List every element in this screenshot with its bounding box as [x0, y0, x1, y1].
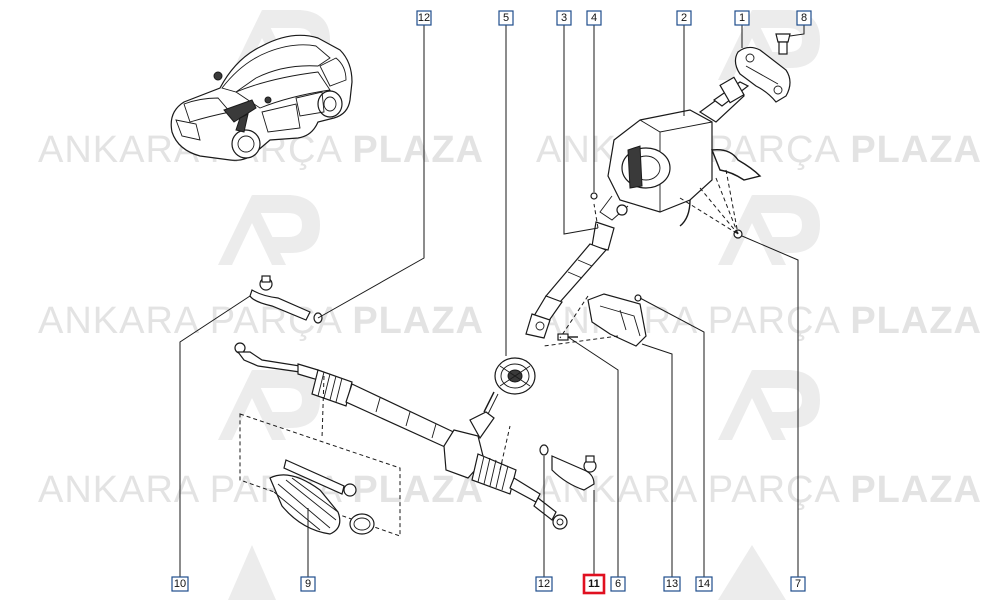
callout-14[interactable]: 14 — [695, 576, 713, 592]
watermark-logo — [718, 370, 820, 440]
callout-7[interactable]: 7 — [790, 576, 806, 592]
callout-6[interactable]: 6 — [610, 576, 626, 592]
intermediate-shaft — [525, 221, 615, 339]
callout-9[interactable]: 9 — [300, 576, 316, 592]
part-9-kit-outline — [239, 413, 401, 537]
tie-rod-end-right — [539, 444, 597, 491]
svg-text:4: 4 — [591, 12, 597, 24]
callout-8[interactable]: 8 — [796, 10, 812, 26]
watermark-text: ANKARA PARÇA PLAZA — [536, 129, 982, 171]
callout-4[interactable]: 4 — [586, 10, 602, 26]
svg-text:9: 9 — [305, 578, 311, 590]
svg-text:8: 8 — [801, 12, 807, 24]
dashed-links — [321, 169, 739, 471]
car-illustration — [170, 34, 353, 161]
svg-text:2: 2 — [681, 12, 687, 24]
watermark-logo — [228, 545, 786, 600]
watermark-logo — [218, 195, 320, 265]
svg-text:11: 11 — [588, 578, 600, 590]
bolt-part-8 — [775, 33, 791, 55]
dust-cover-part-5 — [494, 357, 536, 395]
callout-12-bottom[interactable]: 12 — [535, 576, 553, 592]
watermark-text: ANKARA PARÇA PLAZA — [536, 469, 982, 511]
callout-3[interactable]: 3 — [556, 10, 572, 26]
svg-text:10: 10 — [174, 578, 186, 590]
callout-13[interactable]: 13 — [663, 576, 681, 592]
watermark-logo — [218, 370, 320, 440]
leader-lines — [179, 24, 805, 578]
callout-5[interactable]: 5 — [498, 10, 514, 26]
svg-text:12: 12 — [418, 12, 430, 24]
callout-1[interactable]: 1 — [734, 10, 750, 26]
nut-part-4 — [590, 192, 598, 200]
column-bracket — [734, 46, 791, 103]
callout-10[interactable]: 10 — [171, 576, 189, 592]
svg-text:1: 1 — [739, 12, 745, 24]
callout-12-top[interactable]: 12 — [416, 10, 432, 26]
callout-2[interactable]: 2 — [676, 10, 692, 26]
steering-rack — [234, 342, 568, 530]
svg-text:3: 3 — [561, 12, 567, 24]
watermark-text: ANKARA PARÇA PLAZA — [536, 300, 982, 342]
svg-text:6: 6 — [615, 578, 621, 590]
watermark-text: ANKARA PARÇA PLAZA — [38, 300, 484, 342]
callout-11-highlighted[interactable]: 11 — [582, 573, 606, 595]
svg-text:13: 13 — [666, 578, 678, 590]
tie-rod-end-left — [249, 275, 323, 324]
svg-text:7: 7 — [795, 578, 801, 590]
svg-text:14: 14 — [698, 578, 710, 590]
watermark-logo — [718, 195, 820, 265]
svg-text:12: 12 — [538, 578, 550, 590]
svg-text:5: 5 — [503, 12, 509, 24]
watermark-text: ANKARA PARÇA PLAZA — [38, 469, 484, 511]
shield-part-13 — [587, 293, 647, 347]
steering-column-motor — [599, 76, 762, 227]
